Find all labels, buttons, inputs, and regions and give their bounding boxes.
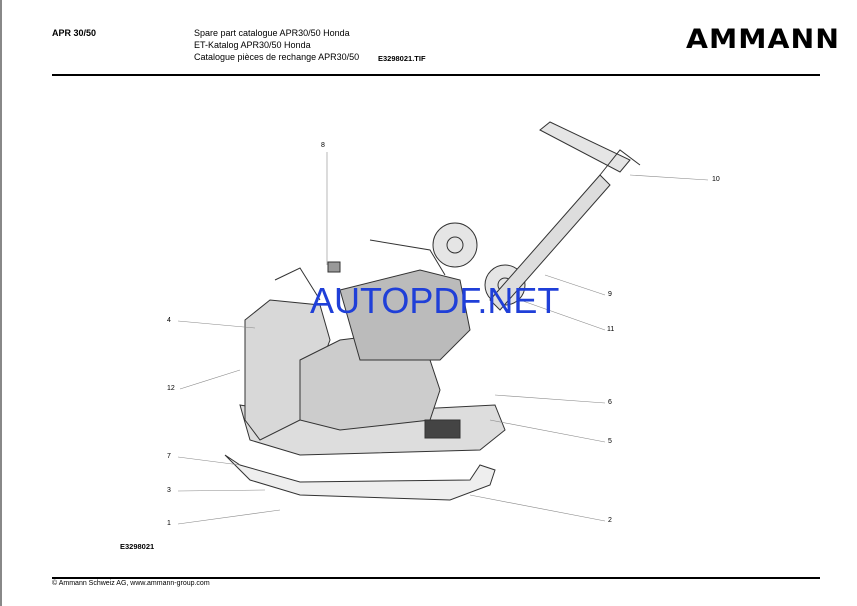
title-fr: Catalogue pièces de rechange APR30/50 xyxy=(194,52,360,62)
callout-4: 4 xyxy=(167,317,171,324)
callout-5: 5 xyxy=(608,438,612,445)
page-edge xyxy=(0,0,2,606)
callout-7: 7 xyxy=(167,453,171,460)
callout-10: 10 xyxy=(712,176,720,183)
drawing-id: E3298021 xyxy=(120,542,155,551)
callout-12: 12 xyxy=(167,385,175,392)
title-en: Spare part catalogue APR30/50 Honda xyxy=(194,28,350,38)
callout-2: 2 xyxy=(608,517,612,524)
callout-3: 3 xyxy=(167,487,171,494)
callout-11: 11 xyxy=(607,326,615,333)
image-file: E3298021.TIF xyxy=(378,54,426,63)
header-rule xyxy=(52,74,820,76)
ammann-logo: AMMANN xyxy=(686,24,841,55)
callout-9: 9 xyxy=(608,291,612,298)
plate-compactor xyxy=(224,121,641,501)
footer-rule xyxy=(52,577,820,579)
callout-6: 6 xyxy=(608,399,612,406)
watermark: AUTOPDF.NET xyxy=(310,280,560,321)
callout-1: 1 xyxy=(167,520,171,527)
title-de: ET-Katalog APR30/50 Honda xyxy=(194,40,311,50)
model-label: APR 30/50 xyxy=(52,28,97,38)
copyright: © Ammann Schweiz AG, www.ammann-group.co… xyxy=(52,580,210,587)
callout-8: 8 xyxy=(321,142,325,149)
